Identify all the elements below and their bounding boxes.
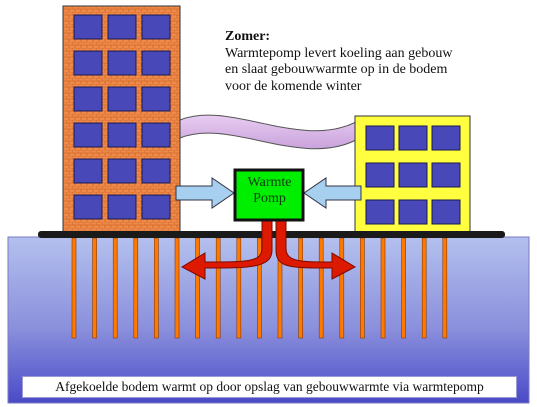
tall-building-window	[73, 158, 103, 184]
short-building-window	[398, 199, 428, 225]
footer-caption: Afgekoelde bodem warmt op door opslag va…	[22, 376, 517, 398]
tall-building-window	[73, 86, 103, 112]
short-building-window	[365, 199, 395, 225]
ground-pile	[195, 237, 200, 339]
heat-pump-box	[233, 168, 305, 222]
short-building-window	[398, 162, 428, 188]
tall-building-window	[73, 194, 103, 220]
left-inflow-arrow	[175, 177, 235, 209]
ground-pile	[174, 237, 180, 339]
pump-label-line-2: Pomp	[253, 191, 286, 206]
ground-pile	[71, 237, 77, 339]
heat-pipe	[179, 114, 357, 150]
ground-pile	[112, 237, 118, 339]
ground-pile	[380, 237, 386, 339]
caption-line-3: voor de komende winter	[225, 78, 362, 94]
short-building-window	[365, 162, 395, 188]
ground-pile	[215, 237, 221, 339]
ground-pile	[154, 237, 159, 339]
ground-pile	[92, 237, 97, 339]
caption-line-1: Warmtepomp levert koeling aan gebouw	[225, 45, 453, 61]
tall-building-window	[141, 194, 171, 220]
tall-building-windows	[73, 14, 171, 220]
short-building-window	[365, 125, 395, 151]
tall-building-window	[107, 122, 137, 148]
ground-pile	[339, 237, 345, 339]
ground-pile	[421, 237, 427, 339]
ground-pile	[401, 237, 406, 339]
ground-pile	[318, 237, 324, 339]
short-building-windows	[365, 125, 461, 225]
ground-pile	[298, 237, 303, 339]
tall-building-window	[107, 50, 137, 76]
ground-pile	[360, 237, 365, 339]
tall-building-window	[107, 194, 137, 220]
tall-building-window	[73, 50, 103, 76]
tall-building-window	[141, 50, 171, 76]
short-building-window	[431, 199, 461, 225]
short-building-window	[431, 162, 461, 188]
tall-building-window	[141, 86, 171, 112]
tall-building-window	[107, 86, 137, 112]
tall-building-window	[141, 122, 171, 148]
tall-building-window	[107, 158, 137, 184]
caption-line-2: en slaat gebouwwarmte op in de bodem	[225, 62, 448, 77]
ground-piles	[71, 237, 448, 339]
short-building-window	[398, 125, 428, 151]
tall-building	[62, 5, 181, 233]
tall-building-window	[73, 14, 103, 40]
heat-flow-arrows	[180, 217, 357, 280]
tall-building-window	[141, 158, 171, 184]
ground-pile	[133, 237, 139, 339]
pump-label-line-1: Warmte	[247, 175, 292, 190]
ground-pile	[236, 237, 242, 339]
short-building-window	[431, 125, 461, 151]
tall-building-window	[73, 122, 103, 148]
ground-pile	[442, 237, 448, 339]
summer-caption: Zomer: Warmtepomp levert koeling aan geb…	[225, 29, 525, 95]
tall-building-window	[107, 14, 137, 40]
tall-building-window	[141, 14, 171, 40]
caption-title: Zomer:	[225, 29, 271, 44]
heat-pump-label: Warmte Pomp	[237, 175, 302, 207]
right-inflow-arrow	[303, 177, 362, 209]
